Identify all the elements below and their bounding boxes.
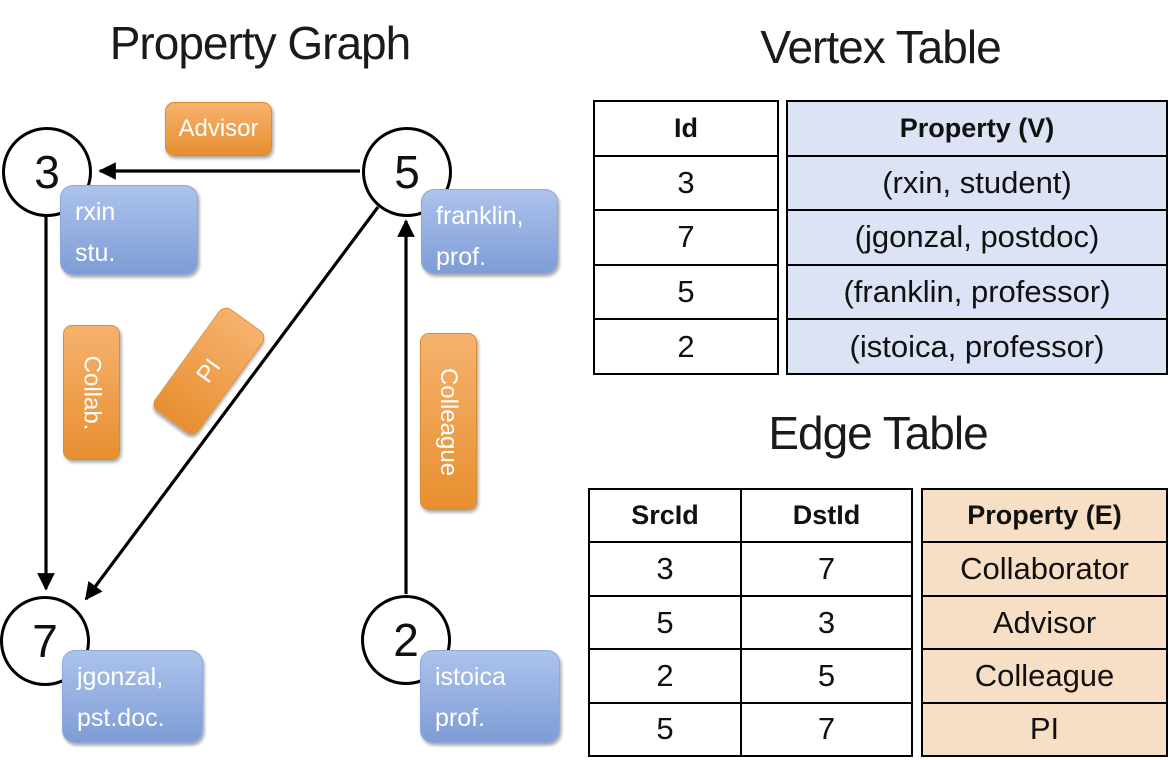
edge-table-row: 5 7 bbox=[590, 701, 911, 756]
edge-srcid-cell: 5 bbox=[656, 604, 674, 640]
vertex-property-box-2: istoica prof. bbox=[420, 650, 560, 743]
edge-table-title: Edge Table bbox=[768, 407, 988, 459]
edge-label-advisor-text: Advisor bbox=[178, 115, 259, 142]
edge-table-property-column: Property (E) Collaborator Advisor Collea… bbox=[921, 488, 1168, 757]
edge-table-row: 2 5 bbox=[590, 648, 911, 702]
vertex-property-cell: (istoica, professor) bbox=[788, 318, 1166, 373]
edge-dstid-cell: 3 bbox=[740, 596, 911, 649]
vertex-node-5: 5 bbox=[362, 127, 452, 217]
edge-label-collab: Collab. bbox=[63, 325, 120, 460]
vertex-table-id-header: Id bbox=[674, 112, 698, 143]
edge-arrow-5-to-7 bbox=[84, 206, 380, 601]
edge-property-cell: Collaborator bbox=[923, 541, 1166, 595]
edge-label-colleague: Colleague bbox=[420, 333, 477, 510]
property-graph-title: Property Graph bbox=[109, 17, 411, 69]
edge-table-property-header: Property (E) bbox=[923, 490, 1166, 542]
edge-table-header-row: SrcId DstId bbox=[590, 490, 911, 542]
vertex-property-box-5-line1: franklin, bbox=[436, 202, 524, 230]
vertex-id-cell: 2 bbox=[595, 318, 777, 373]
vertex-node-7-id: 7 bbox=[32, 615, 58, 667]
edge-table: SrcId DstId 3 7 5 3 2 5 5 7 Property (E) bbox=[588, 488, 1168, 757]
vertex-property-box-5-line2: prof. bbox=[436, 242, 487, 271]
vertex-id-cell: 7 bbox=[595, 209, 777, 264]
vertex-node-2-id: 2 bbox=[393, 614, 419, 666]
vertex-node-5-id: 5 bbox=[394, 146, 420, 198]
edge-table-row: 5 3 bbox=[590, 594, 911, 649]
vertex-property-box-7-line2: pst.doc. bbox=[77, 703, 165, 732]
edge-dstid-cell: 7 bbox=[740, 543, 911, 595]
edge-label-collab-text: Collab. bbox=[78, 355, 106, 430]
edge-dstid-cell: 5 bbox=[740, 650, 911, 702]
edge-srcid-cell: 5 bbox=[656, 711, 674, 747]
edge-dstid-cell: 7 bbox=[740, 703, 911, 756]
vertex-property-box-5: franklin, prof. bbox=[421, 189, 558, 274]
vertex-table-id-column: Id 3 7 5 2 bbox=[593, 100, 779, 375]
edge-label-advisor: Advisor bbox=[165, 102, 272, 156]
vertex-property-box-2-line2: prof. bbox=[435, 703, 486, 732]
vertex-property-box-3: rxin stu. bbox=[60, 185, 198, 275]
edge-table-row: 3 7 bbox=[590, 541, 911, 595]
vertex-id-cell: 5 bbox=[595, 263, 777, 319]
edge-property-cell: PI bbox=[923, 701, 1166, 756]
vertex-property-box-2-line1: istoica bbox=[435, 663, 506, 691]
vertex-property-cell: (franklin, professor) bbox=[788, 263, 1166, 319]
vertex-table-title: Vertex Table bbox=[760, 21, 1001, 73]
vertex-node-3-id: 3 bbox=[34, 146, 60, 198]
edge-table-id-columns: SrcId DstId 3 7 5 3 2 5 5 7 bbox=[588, 488, 913, 757]
vertex-id-cell: 3 bbox=[595, 154, 777, 210]
vertex-table-property-header: Property (V) bbox=[788, 102, 1166, 155]
vertex-table-property-column: Property (V) (rxin, student) (jgonzal, p… bbox=[786, 100, 1168, 375]
edge-label-colleague-text: Colleague bbox=[435, 367, 463, 476]
edge-label-pi-text: PI bbox=[191, 353, 227, 388]
edge-srcid-cell: 2 bbox=[656, 657, 674, 693]
vertex-property-cell: (rxin, student) bbox=[788, 154, 1166, 210]
vertex-property-cell: (jgonzal, postdoc) bbox=[788, 209, 1166, 264]
edge-property-cell: Colleague bbox=[923, 648, 1166, 702]
vertex-property-box-3-line1: rxin bbox=[75, 198, 116, 226]
vertex-property-box-7-line1: jgonzal, bbox=[77, 663, 164, 691]
edge-table-dstid-header: DstId bbox=[740, 490, 911, 542]
edge-property-cell: Advisor bbox=[923, 594, 1166, 649]
vertex-property-box-7: jgonzal, pst.doc. bbox=[62, 650, 203, 743]
graph-edges-svg bbox=[37, 162, 415, 601]
vertex-table: Id 3 7 5 2 Property (V) (rxin, student) … bbox=[593, 100, 1168, 375]
edge-srcid-cell: 3 bbox=[656, 551, 674, 587]
edge-table-srcid-header: SrcId bbox=[631, 500, 699, 531]
vertex-node-2: 2 bbox=[361, 595, 451, 685]
vertex-property-box-3-line2: stu. bbox=[75, 238, 116, 267]
